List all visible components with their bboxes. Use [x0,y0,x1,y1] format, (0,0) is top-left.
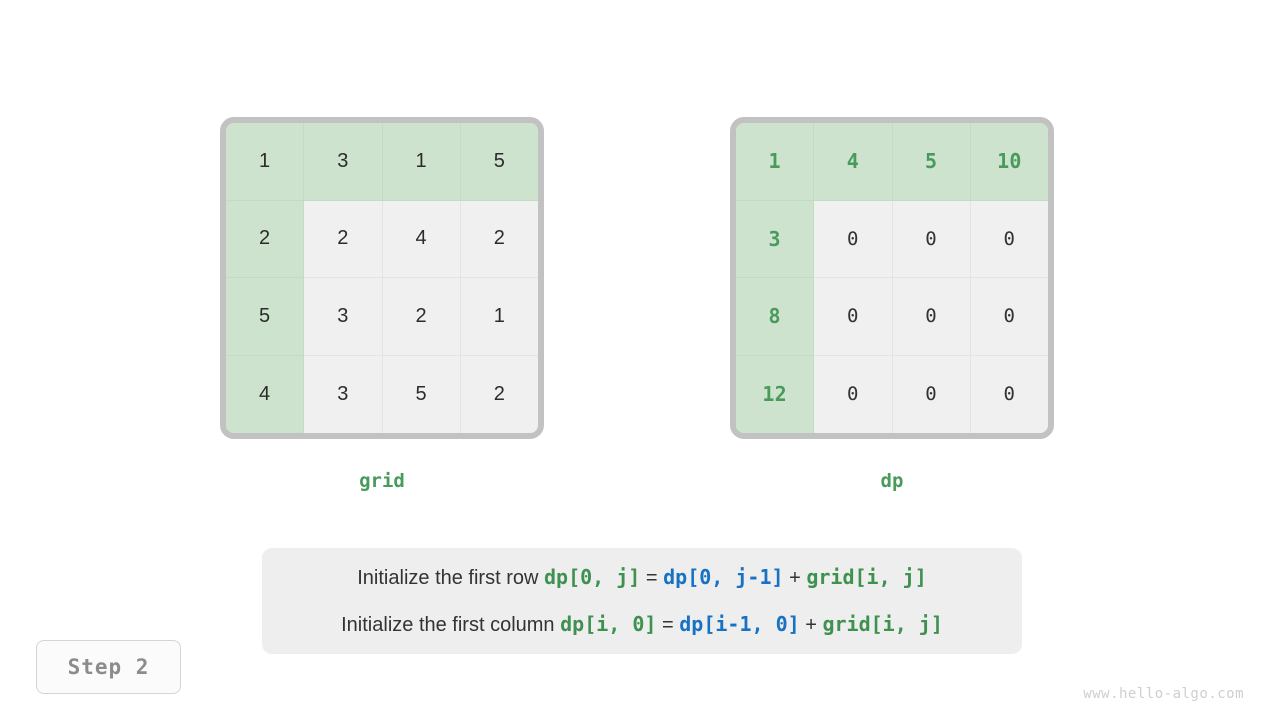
dp-cell-3-2: 0 [892,355,971,433]
dp-matrix-label: dp [880,470,904,492]
dp-cell-3-0: 12 [736,355,815,433]
table-row: 12 0 0 0 [736,355,1048,433]
grid-cell-3-3: 2 [460,355,538,433]
watermark: www.hello-algo.com [1083,686,1244,702]
formula-line2-plus: + [799,614,823,636]
grid-cell-0-0: 1 [226,123,305,201]
formula-panel: Initialize the first row dp[0, j] = dp[0… [262,548,1022,654]
dp-cell-0-1: 4 [814,123,893,201]
dp-cell-2-2: 0 [892,278,971,356]
formula-line2-target: dp[i, 0] [560,612,657,636]
dp-cell-1-1: 0 [814,200,893,278]
grid-matrix-label: grid [359,470,405,492]
grid-matrix-container: 1 3 1 5 2 2 4 2 5 3 2 1 4 3 5 2 [220,117,544,439]
formula-line1-addend: grid[i, j] [806,565,927,589]
dp-matrix-container: 1 4 5 10 3 0 0 0 8 0 0 0 12 0 0 0 [730,117,1054,439]
grid-cell-2-2: 2 [382,278,461,356]
dp-cell-0-2: 5 [892,123,971,201]
formula-line-first-row: Initialize the first row dp[0, j] = dp[0… [357,554,927,601]
grid-cell-0-1: 3 [304,123,383,201]
formula-line2-source: dp[i-1, 0] [679,612,800,636]
grid-cell-0-2: 1 [382,123,461,201]
formula-line1-prose: Initialize the first row [357,567,544,589]
grid-cell-3-1: 3 [304,355,383,433]
grid-cell-2-0: 5 [226,278,305,356]
grid-matrix: 1 3 1 5 2 2 4 2 5 3 2 1 4 3 5 2 [220,117,544,439]
table-row: 3 0 0 0 [736,200,1048,278]
grid-cell-3-0: 4 [226,355,305,433]
formula-line1-source: dp[0, j-1] [663,565,784,589]
formula-line1-equals: = [640,567,664,589]
formula-line-first-column: Initialize the first column dp[i, 0] = d… [341,601,943,648]
dp-cell-2-0: 8 [736,278,815,356]
grid-cell-2-3: 1 [460,278,538,356]
dp-cell-2-1: 0 [814,278,893,356]
table-row: 8 0 0 0 [736,278,1048,356]
dp-cell-0-3: 10 [970,123,1048,201]
dp-cell-3-1: 0 [814,355,893,433]
formula-line1-target: dp[0, j] [543,565,641,589]
table-row: 4 3 5 2 [226,355,538,433]
formula-line2-equals: = [656,614,680,636]
dp-cell-2-3: 0 [970,278,1048,356]
dp-cell-0-0: 1 [736,123,815,201]
dp-cell-1-3: 0 [970,200,1048,278]
step-badge: Step 2 [36,640,181,694]
grid-cell-1-1: 2 [304,200,383,278]
dp-cell-1-0: 3 [736,200,815,278]
dp-matrix: 1 4 5 10 3 0 0 0 8 0 0 0 12 0 0 0 [730,117,1054,439]
table-row: 2 2 4 2 [226,200,538,278]
table-row: 1 3 1 5 [226,123,538,201]
grid-cell-2-1: 3 [304,278,383,356]
table-row: 5 3 2 1 [226,278,538,356]
grid-cell-1-2: 4 [382,200,461,278]
dp-cell-1-2: 0 [892,200,971,278]
grid-cell-3-2: 5 [382,355,461,433]
formula-line2-prose: Initialize the first column [341,614,561,636]
grid-cell-0-3: 5 [460,123,538,201]
formula-line2-addend: grid[i, j] [822,612,943,636]
dp-cell-3-3: 0 [970,355,1048,433]
grid-cell-1-0: 2 [226,200,305,278]
grid-cell-1-3: 2 [460,200,538,278]
table-row: 1 4 5 10 [736,123,1048,201]
formula-line1-plus: + [783,567,807,589]
